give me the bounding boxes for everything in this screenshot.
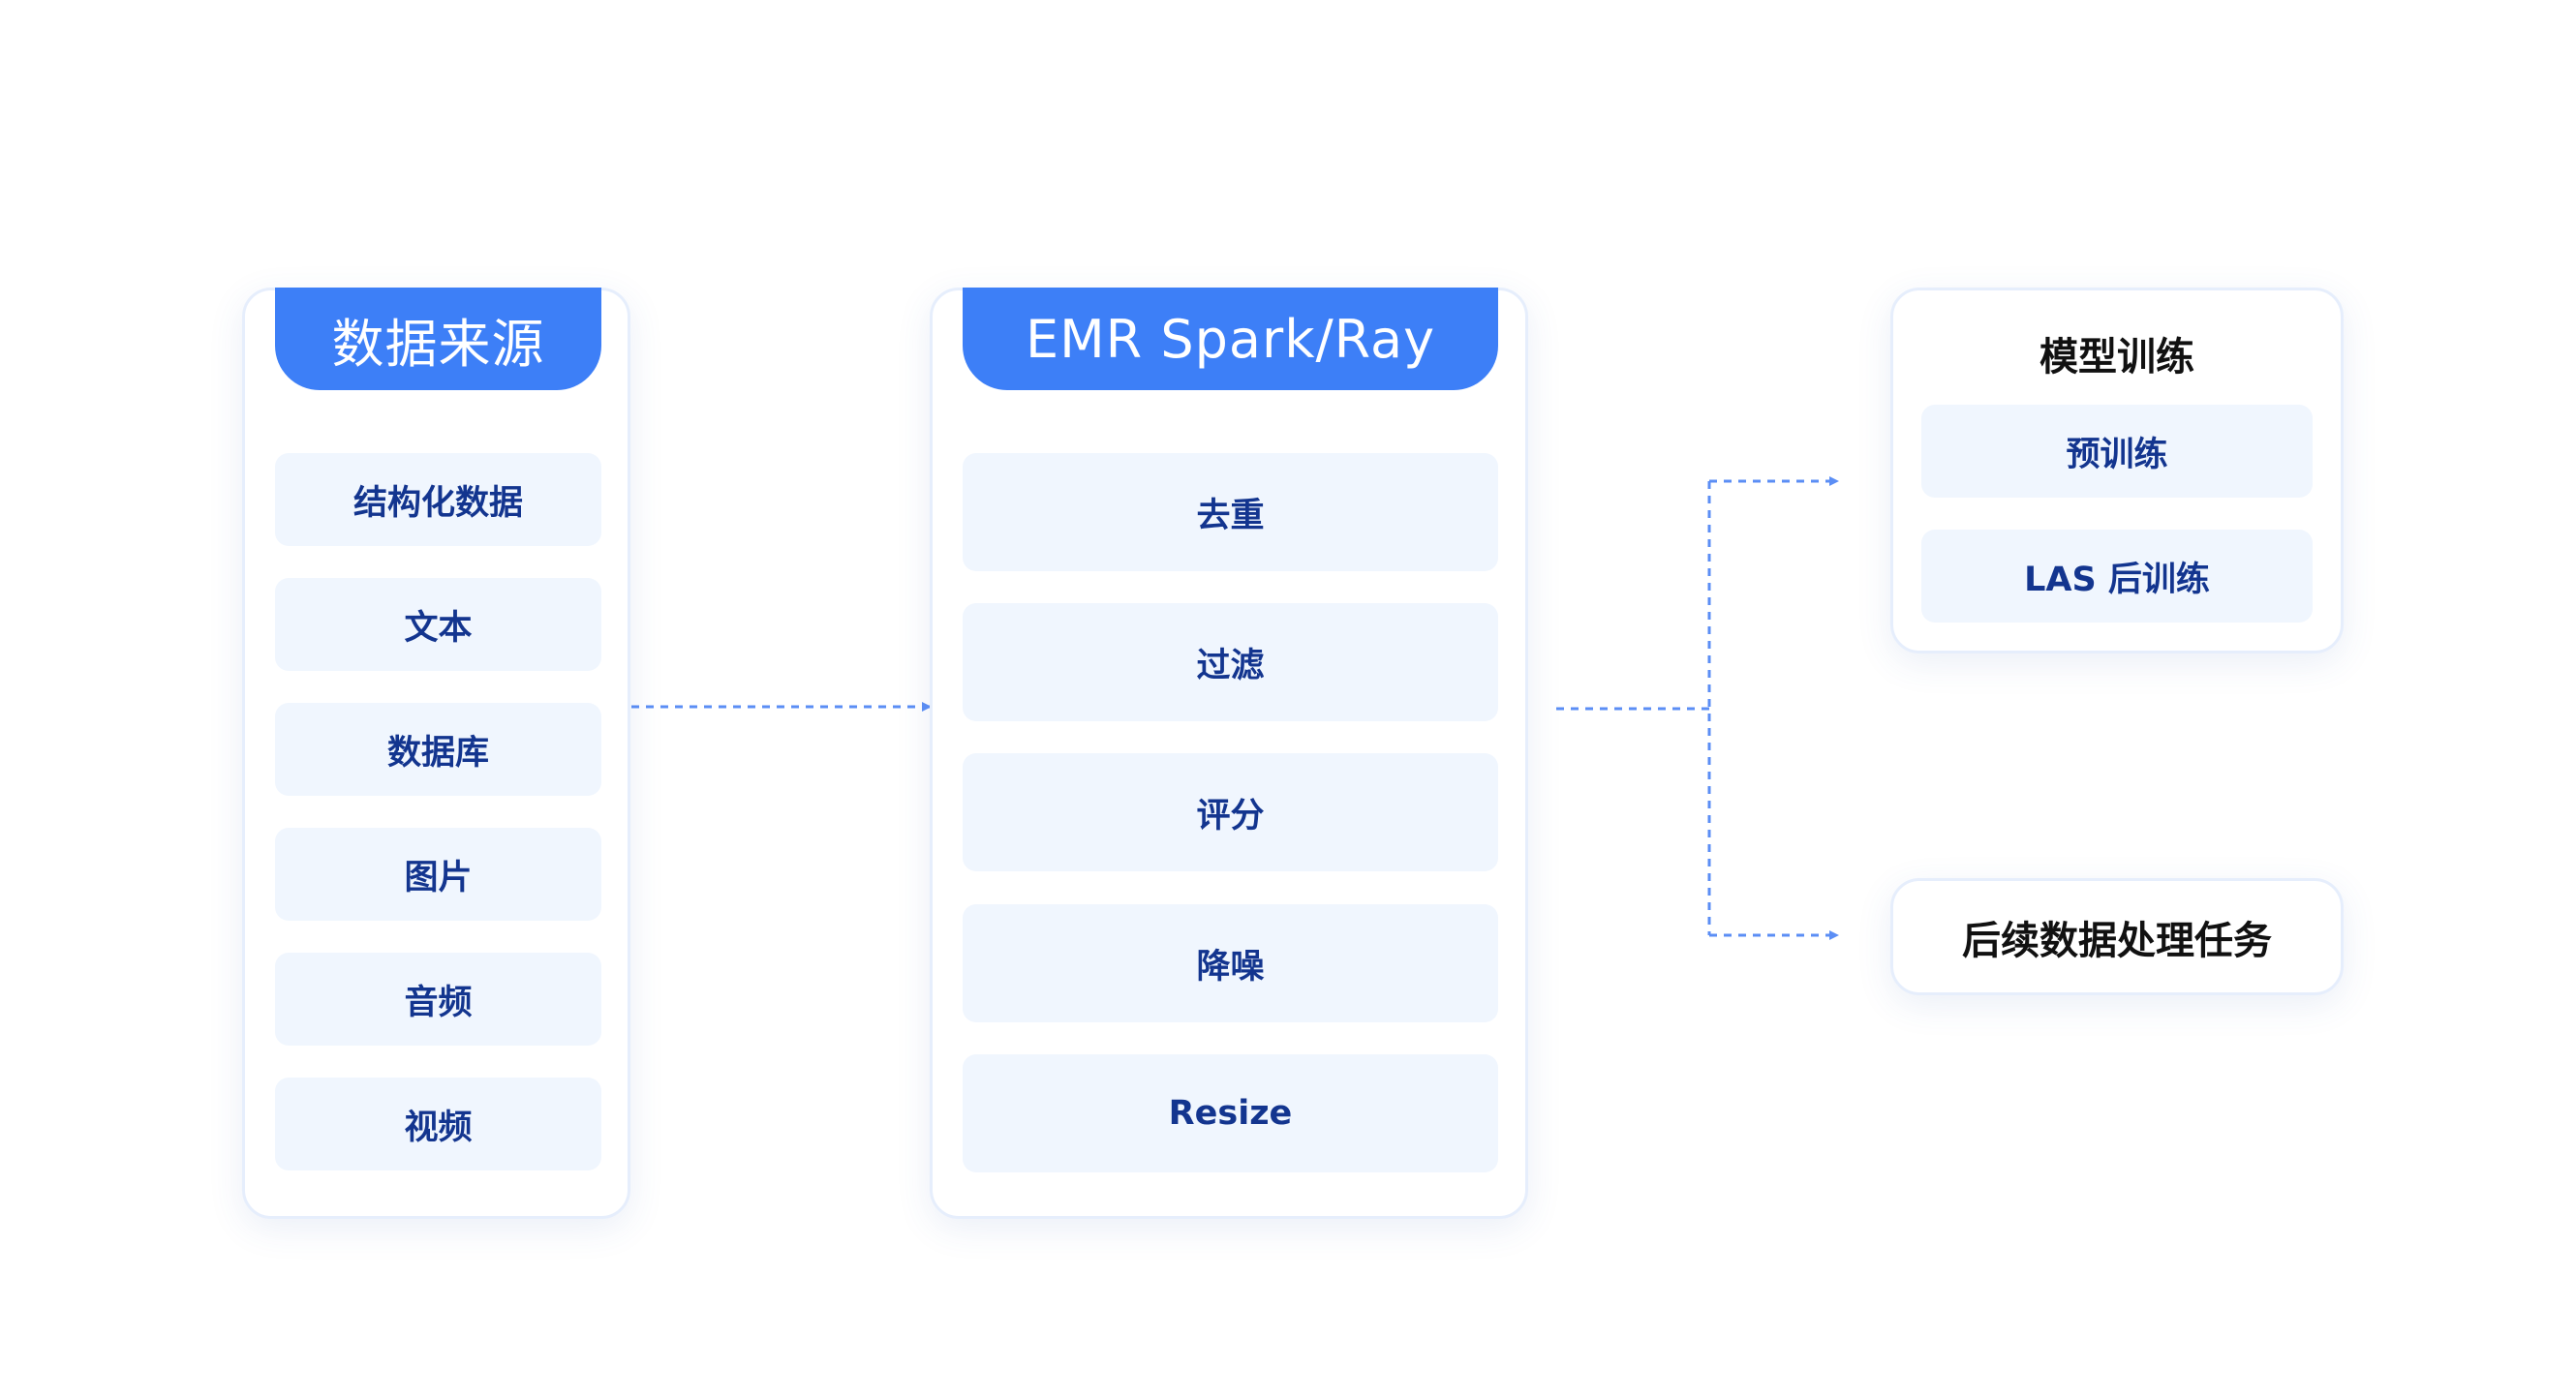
followup-task-panel: 后续数据处理任务 <box>1890 878 2344 995</box>
processing-step-denoise: 降噪 <box>963 904 1498 1022</box>
data-sources-panel: 数据来源 结构化数据 文本 数据库 图片 音频 视频 <box>242 288 630 1219</box>
data-sources-header: 数据来源 <box>275 288 601 390</box>
processing-step-score: 评分 <box>963 753 1498 871</box>
source-item-database: 数据库 <box>275 703 601 796</box>
emr-processing-panel: EMR Spark/Ray 去重 过滤 评分 降噪 Resize <box>930 288 1528 1219</box>
training-item-pretrain: 预训练 <box>1921 405 2313 498</box>
model-training-title: 模型训练 <box>2039 335 2194 380</box>
processing-step-resize: Resize <box>963 1054 1498 1172</box>
source-item-audio: 音频 <box>275 953 601 1046</box>
source-item-text: 文本 <box>275 578 601 671</box>
model-training-panel: 模型训练 预训练 LAS 后训练 <box>1890 288 2344 653</box>
followup-task-label: 后续数据处理任务 <box>1962 918 2272 963</box>
emr-processing-header: EMR Spark/Ray <box>963 288 1498 390</box>
processing-step-filter: 过滤 <box>963 603 1498 721</box>
source-item-structured-data: 结构化数据 <box>275 453 601 546</box>
source-item-image: 图片 <box>275 828 601 921</box>
training-item-las-posttrain: LAS 后训练 <box>1921 530 2313 623</box>
source-item-video: 视频 <box>275 1078 601 1170</box>
processing-step-dedup: 去重 <box>963 453 1498 571</box>
